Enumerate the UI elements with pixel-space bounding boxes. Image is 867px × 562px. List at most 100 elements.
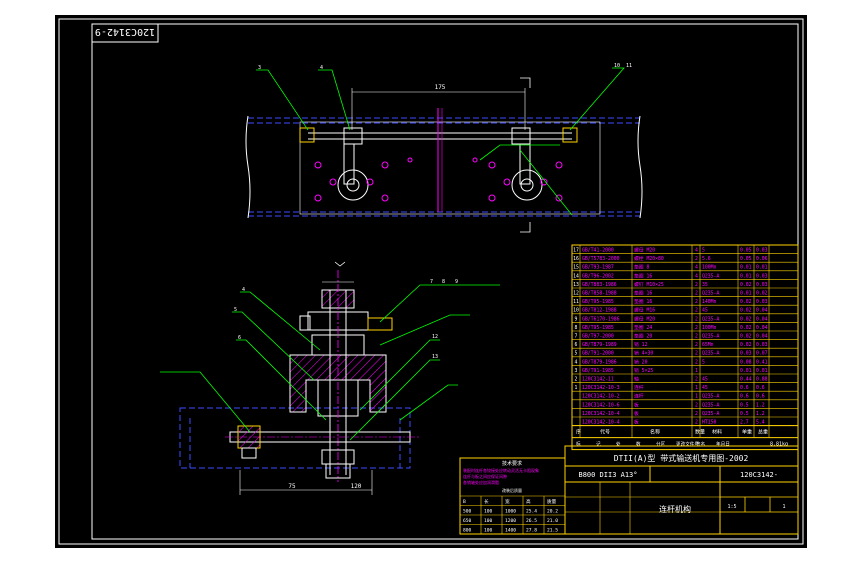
bom-cell: 0.5	[740, 411, 749, 417]
bom-cell: Q235-A	[702, 316, 719, 322]
bom-cell: 2	[695, 308, 698, 314]
bom-cell: 0.05	[740, 248, 752, 254]
bom-cell: 连杆	[634, 393, 644, 400]
bom-cell: 2	[695, 342, 698, 348]
bom-cell: 连杆	[634, 384, 644, 391]
bom-cell: 100Mn	[702, 325, 717, 331]
bom-cell: 0.01	[740, 368, 752, 374]
bom-cell: 螺栓 M20×80	[634, 255, 664, 262]
notes-table-cell: 500	[463, 509, 472, 515]
bom-cell: 45	[702, 385, 708, 391]
bom-cell: 0.02	[740, 325, 752, 331]
bom-cell: 0.01	[740, 273, 752, 279]
bom-cell: 板	[634, 410, 639, 417]
bom-cell: 0.6	[740, 394, 749, 400]
bom-footer-cell: 签名	[696, 441, 705, 448]
bom-cell: 0.01	[740, 265, 752, 271]
rotated-stamp: 120C3142-9	[91, 23, 159, 43]
bom-cell: Q235-A	[702, 402, 719, 408]
dimension-top: 175	[435, 84, 446, 91]
title-block: DTII(A)型 带式输送机专用图-2002 B800 DII3 A13° 12…	[564, 445, 799, 535]
leader-label-s13: 13	[432, 354, 438, 360]
bom-cell: 120C3142-10-6	[582, 402, 620, 408]
title-scale: 1:5	[727, 504, 736, 510]
bom-cell: 6	[575, 342, 578, 348]
bom-cell: 0.6	[740, 385, 749, 391]
bom-cell: Q235-A	[702, 351, 719, 357]
bom-total-weight: 8.81kg	[770, 442, 788, 448]
sheet-border	[58, 18, 804, 545]
bom-cell: 板	[634, 401, 639, 408]
title-sheet-total: 1	[782, 504, 785, 510]
bom-cell: 0.07	[756, 351, 768, 357]
bom-cell: 0.02	[756, 291, 768, 297]
bom-cell: 45	[702, 377, 708, 383]
bom-cell: 垫圈 20	[634, 333, 652, 340]
bom-cell: 0.6	[756, 385, 765, 391]
notes-table-cell: 100	[484, 518, 493, 524]
bom-cell: 0.04	[756, 325, 768, 331]
bom-cell: 2	[575, 377, 578, 383]
bom-header-cell: 总重	[758, 429, 768, 436]
notes-line-3: 各销轴处应加润滑脂	[463, 479, 499, 485]
leader-label-s9: 9	[455, 279, 458, 285]
notes-table-cell: 质量	[547, 498, 557, 505]
title-drawing-number: 120C3142-	[740, 471, 778, 479]
bom-cell: 120C3142-10-3	[582, 385, 620, 391]
bom-cell: 销 12	[634, 341, 648, 348]
bom-cell: 120C3142-11	[582, 377, 614, 383]
title-header-line: DTII(A)型 带式输送机专用图-2002	[614, 453, 749, 463]
bom-cell: 17	[573, 248, 579, 254]
bom-cell: GB/T95-1985	[582, 325, 614, 331]
bom-header-cell: 材料	[712, 429, 722, 436]
bom-cell: 2	[695, 299, 698, 305]
bom-cell: 螺钉 M10×25	[634, 281, 664, 288]
bom-cell: 0.01	[740, 291, 752, 297]
notes-table-cell: 21.0	[547, 518, 558, 524]
bom-cell: 1.2	[756, 402, 765, 408]
bom-cell: 0.03	[756, 299, 768, 305]
bom-cell: GB/T97-2000	[582, 334, 614, 340]
bom-cell: 0.03	[756, 342, 768, 348]
bom-cell: 2	[695, 359, 698, 365]
notes-table-cell: 宽	[505, 498, 510, 505]
notes-table-cell: 1200	[505, 518, 516, 524]
bom-cell: HT150	[702, 420, 717, 426]
dimension-bottom-2: 120	[351, 483, 362, 490]
leader-label-s7: 7	[430, 279, 433, 285]
bom-cell: 13	[573, 282, 579, 288]
bom-cell: 0.88	[756, 377, 768, 383]
bom-cell: 垫圈 16	[634, 290, 652, 297]
notes-table-cell: 27.8	[526, 528, 537, 534]
bom-footer-cell: 分区	[656, 441, 666, 448]
bom-cell: 0.02	[740, 334, 752, 340]
bom-header-cell: 单重	[742, 429, 752, 436]
notes-subtitle: 改装后质量	[502, 487, 522, 493]
notes-table-cell: 650	[463, 518, 472, 524]
bom-cell: 销 20	[634, 358, 648, 365]
bom-cell: GB/T5783-2000	[582, 256, 620, 262]
bom-cell: 0.06	[756, 256, 768, 262]
bom-footer-cell: 标	[576, 441, 581, 448]
bom-cell: 8	[575, 325, 578, 331]
bom-cell: 2	[695, 411, 698, 417]
notes-table-cell: 高	[526, 498, 531, 505]
notes-table-cell: 26.5	[526, 518, 537, 524]
bom-cell: 螺母 M20	[634, 247, 655, 254]
bom-cell: Q235-A	[702, 394, 719, 400]
bom-cell: 9	[575, 316, 578, 322]
bom-footer-cell: 更改文件号	[676, 441, 699, 448]
bom-cell: 5	[702, 359, 705, 365]
bom-cell: 65Mn	[702, 342, 714, 348]
bom-border	[571, 244, 799, 451]
bom-cell: 0.08	[740, 359, 752, 365]
bom-cell: 5.4	[756, 420, 765, 426]
bom-cell: 2	[695, 256, 698, 262]
bom-cell: 0.6	[756, 394, 765, 400]
bom-cell: 120C3142-10-4	[582, 420, 620, 426]
bom-cell: GB/T858-1988	[582, 291, 617, 297]
leader-label-s4: 4	[242, 287, 245, 293]
bom-cell: 4	[695, 273, 698, 279]
bom-cell: 0.02	[740, 342, 752, 348]
